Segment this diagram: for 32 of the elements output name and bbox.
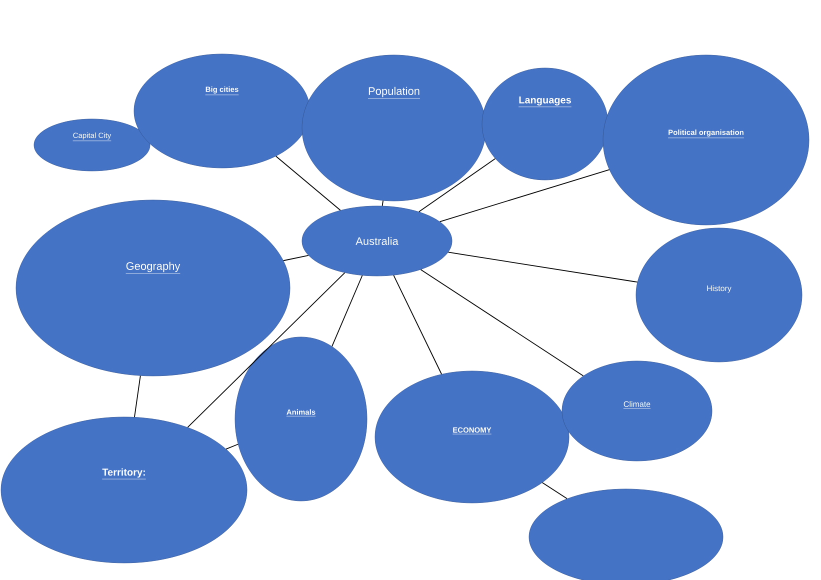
bubble (528, 488, 724, 580)
bubble-label: Australia (356, 236, 398, 246)
connector-line (226, 444, 238, 450)
bubble (482, 68, 608, 180)
connector-line (393, 274, 442, 375)
connector-line (282, 254, 309, 262)
bubble (0, 416, 248, 564)
connector-line (448, 252, 638, 283)
bubble (234, 336, 368, 502)
bubble (134, 54, 310, 168)
bubble (636, 228, 802, 362)
bubble (16, 200, 290, 376)
bubble-label: Territory: (102, 468, 146, 480)
connector-line (134, 375, 141, 418)
bubble (562, 360, 712, 462)
bubble (374, 370, 570, 504)
bubble (34, 118, 150, 172)
connector-line (187, 272, 346, 428)
connector-line (439, 169, 610, 222)
bubble-label: Geography (126, 262, 180, 274)
connector-line (418, 158, 496, 212)
connector-line (332, 275, 363, 347)
bubble-label: Population (368, 86, 420, 99)
bubble-label: Languages (518, 96, 572, 108)
connector-line (276, 156, 341, 211)
connector-line (542, 482, 568, 500)
bubble (302, 206, 452, 276)
bubble-label: Climate (623, 401, 651, 409)
bubble-label: History (707, 285, 732, 293)
connector-line (382, 200, 384, 206)
connector-line (420, 269, 584, 376)
bubble (302, 54, 486, 202)
